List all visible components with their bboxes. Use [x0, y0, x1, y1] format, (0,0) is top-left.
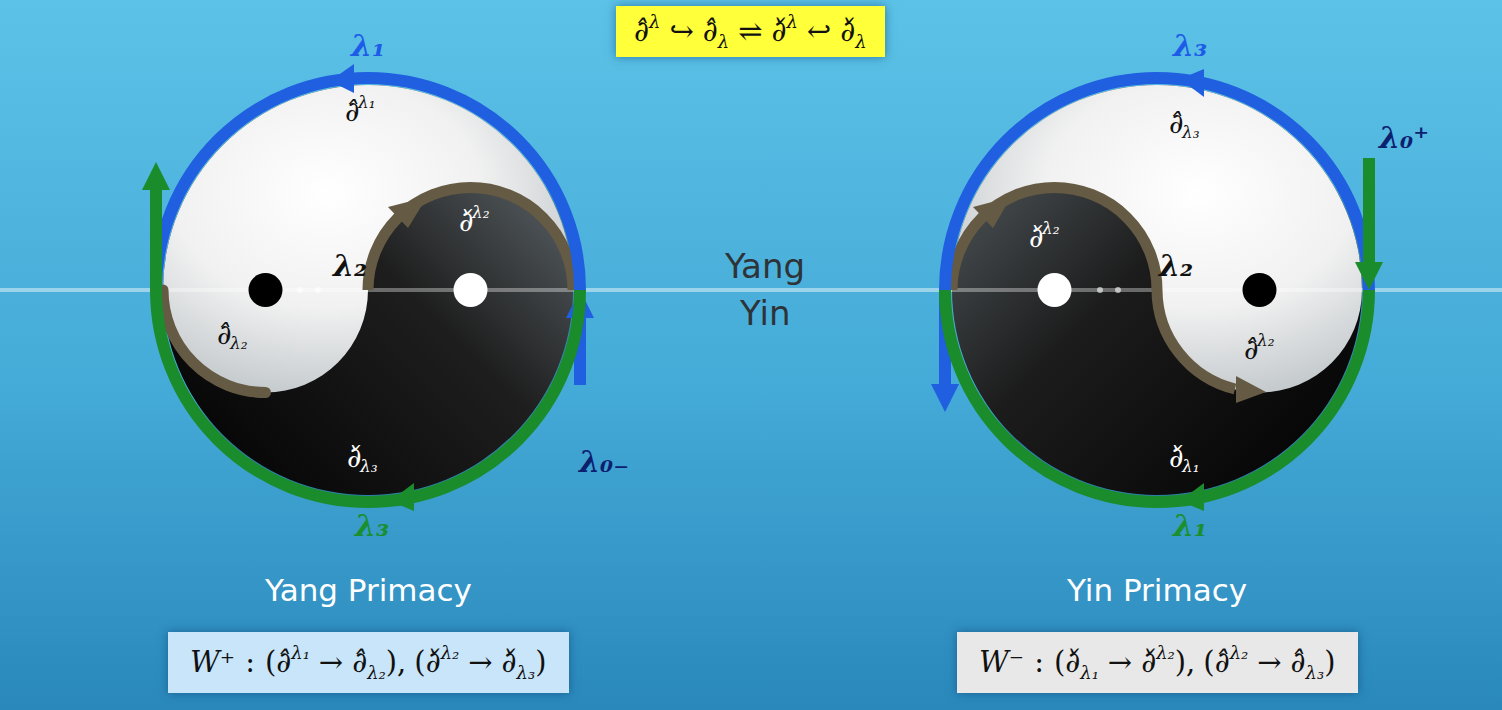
math-symbol: ∂̌ [840, 14, 855, 49]
yin-yang-label: Yang [725, 249, 805, 283]
math-label: ∂̂ [1169, 110, 1183, 138]
math-symbol: ) [535, 645, 546, 680]
math-label: λ₁ [351, 31, 385, 61]
yin-yang-circle: λ₃∂̂λ₃λ₀⁺∂̌λ₂λ₂∂̂λ₂∂̌λ₁λ₁Yin Primacy [900, 20, 1460, 620]
math-symbol: ∂̂ [1215, 645, 1230, 680]
math-label: ∂̌ [459, 208, 473, 236]
math-symbol: : [245, 645, 255, 680]
math-symbol: → [468, 645, 492, 680]
math-symbol: λ [718, 31, 729, 53]
math-label: ∂̌ [347, 444, 361, 472]
math-index: λ₂ [472, 204, 490, 221]
math-symbol: λ₂ [1156, 642, 1175, 664]
math-symbol: ↩ [807, 14, 831, 49]
math-label: λ₀⁺ [1379, 123, 1429, 153]
math-symbol: ( [265, 645, 276, 680]
math-symbol: ⇌ [738, 14, 762, 49]
math-index: λ₃ [360, 458, 378, 475]
math-label: λ₃ [1173, 31, 1207, 61]
math-index: λ₁ [1182, 458, 1200, 475]
math-symbol: ∂̌ [502, 645, 517, 680]
math-symbol: λ₂ [1230, 642, 1249, 664]
formula-box: W⁺:(∂̂λ₁→∂̂λ₂),(∂̌λ₂→∂̌λ₃) [168, 632, 569, 693]
math-symbol: λ₂ [441, 642, 460, 664]
math-symbol: ∂̂ [1291, 645, 1306, 680]
math-symbol: → [1108, 645, 1132, 680]
math-symbol: λ₂ [367, 662, 386, 684]
math-symbol: λ₁ [1080, 662, 1099, 684]
math-symbol: ), [1175, 645, 1196, 680]
math-symbol: λ [786, 11, 797, 33]
math-label: λ₂ [1159, 251, 1193, 281]
math-label: λ₁ [1173, 511, 1207, 541]
caption-text: Yin Primacy [1067, 575, 1247, 606]
math-label: λ₃ [355, 511, 389, 541]
math-symbol: ∂̂ [276, 645, 291, 680]
math-index: λ₃ [1182, 124, 1200, 141]
yin-yang-label: Yin [740, 296, 791, 330]
math-symbol: → [1257, 645, 1281, 680]
math-symbol: ↪ [669, 14, 693, 49]
math-symbol: ∂̌ [1141, 645, 1156, 680]
math-symbol: ∂̌ [426, 645, 441, 680]
math-symbol: λ₃ [517, 662, 536, 684]
math-label: ∂̌ [1029, 224, 1043, 252]
math-symbol: ∂̌ [1065, 645, 1080, 680]
math-label: ∂̂ [217, 321, 231, 349]
math-symbol: ), [386, 645, 407, 680]
math-index: λ₂ [230, 335, 248, 352]
math-symbol: λ [649, 11, 660, 33]
math-symbol: ( [1054, 645, 1065, 680]
math-symbol: W⁺ [190, 645, 235, 680]
math-index: λ₁ [358, 94, 376, 111]
caption-text: Yang Primacy [265, 575, 472, 606]
math-symbol: λ₃ [1306, 662, 1325, 684]
math-label: λ₂ [333, 251, 367, 281]
math-label: λ₀₋ [579, 447, 629, 477]
math-symbol: ∂̌ [771, 14, 786, 49]
math-label: ∂̂ [345, 98, 359, 126]
math-symbol: ∂̂ [703, 14, 718, 49]
math-symbol: ∂̂ [634, 14, 649, 49]
math-symbol: → [319, 645, 343, 680]
math-symbol: : [1034, 645, 1044, 680]
math-symbol: ) [1324, 645, 1335, 680]
math-index: λ₂ [1257, 332, 1275, 349]
math-symbol: ( [414, 645, 425, 680]
math-symbol: ∂̂ [352, 645, 367, 680]
math-symbol: λ₁ [291, 642, 310, 664]
yin-yang-circle: λ₁∂̂λ₁∂̌λ₂λ₂∂̂λ₂∂̌λ₃λ₃λ₀₋Yang Primacy [110, 20, 650, 620]
math-symbol: λ [855, 31, 866, 53]
math-label: ∂̂ [1244, 336, 1258, 364]
formula-box: W⁻:(∂̌λ₁→∂̌λ₂),(∂̂λ₂→∂̂λ₃) [957, 632, 1358, 693]
math-label: ∂̌ [1169, 444, 1183, 472]
math-symbol: ( [1203, 645, 1214, 680]
formula-box: ∂̂λ↪∂̂λ⇌∂̌λ↩∂̌λ [616, 6, 885, 57]
math-symbol: W⁻ [979, 645, 1024, 680]
math-index: λ₂ [1042, 220, 1060, 237]
